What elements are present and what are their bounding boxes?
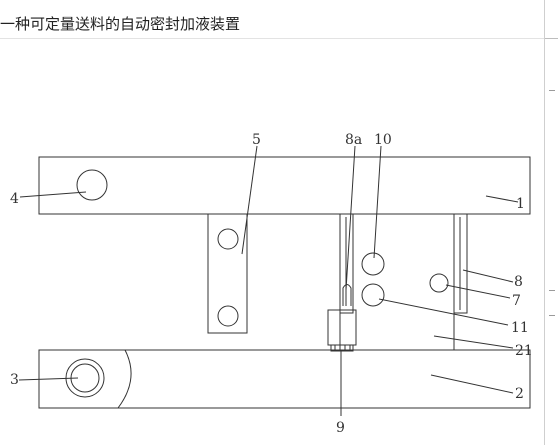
leader-11 bbox=[378, 298, 509, 326]
roller-10 bbox=[361, 252, 385, 276]
leader-5 bbox=[241, 145, 258, 255]
label-11: 11 bbox=[511, 320, 529, 336]
label-1: 1 bbox=[516, 196, 525, 212]
label-8: 8 bbox=[514, 274, 523, 290]
label-2: 2 bbox=[515, 386, 524, 402]
label-21: 21 bbox=[515, 343, 533, 359]
upper-plate bbox=[38, 156, 531, 215]
base-break-line bbox=[117, 349, 132, 409]
label-10: 10 bbox=[374, 132, 392, 148]
hole-4 bbox=[76, 169, 108, 201]
label-3: 3 bbox=[10, 372, 19, 388]
page-edge-strip bbox=[544, 0, 558, 445]
nozzle-tip bbox=[330, 344, 354, 352]
patent-drawing: 5 8a 10 4 1 8 7 11 21 3 2 9 bbox=[10, 132, 533, 436]
hose-8a bbox=[342, 284, 352, 306]
leader-21 bbox=[433, 335, 514, 349]
leader-4 bbox=[19, 191, 87, 198]
label-9: 9 bbox=[336, 420, 345, 436]
strip-divider bbox=[545, 38, 558, 39]
leader-3 bbox=[18, 377, 79, 381]
base-plate bbox=[38, 349, 531, 409]
label-4: 4 bbox=[10, 191, 19, 207]
document-title: 一种可定量送料的自动密封加液装置 bbox=[0, 15, 241, 33]
leader-2 bbox=[430, 374, 514, 394]
strip-mark bbox=[549, 290, 555, 291]
side-plate bbox=[453, 213, 468, 314]
leader-8 bbox=[462, 269, 514, 283]
hanging-arm bbox=[207, 213, 248, 334]
leader-10 bbox=[373, 145, 382, 259]
feed-channel bbox=[339, 213, 354, 314]
arm-hole-upper bbox=[217, 228, 239, 250]
title-bar: 一种可定量送料的自动密封加液装置 bbox=[0, 0, 544, 39]
central-body bbox=[339, 213, 455, 351]
leader-8a bbox=[345, 145, 356, 291]
leader-7 bbox=[445, 284, 511, 299]
label-5: 5 bbox=[252, 132, 261, 148]
strip-mark bbox=[549, 90, 555, 91]
nozzle-block bbox=[327, 309, 357, 346]
hole-7 bbox=[429, 273, 449, 293]
strip-mark bbox=[549, 315, 555, 316]
roller-11 bbox=[361, 283, 385, 307]
arm-hole-lower bbox=[217, 305, 239, 327]
leader-1 bbox=[485, 195, 519, 203]
label-8a: 8a bbox=[345, 132, 362, 148]
label-7: 7 bbox=[512, 293, 521, 309]
